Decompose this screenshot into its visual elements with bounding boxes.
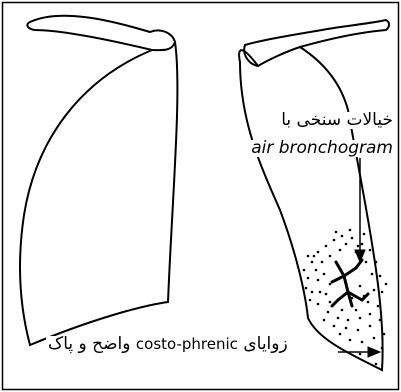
air-bronchogram-branches <box>332 260 368 306</box>
air-bronchogram-label-en: air bronchogram <box>249 140 395 157</box>
costophrenic-label-fa-2: واضح و پاک <box>48 334 131 354</box>
costophrenic-label: زوایای costo-phrenic واضح و پاک <box>46 336 290 353</box>
right-lung <box>239 47 383 370</box>
costophrenic-label-en: costo-phrenic <box>136 335 238 353</box>
air-bronchogram-label-fa: خیالات سنخی با <box>279 112 395 129</box>
left-clavicle <box>27 16 175 50</box>
arrow-air-bronchogram <box>355 158 365 262</box>
arrow-costophrenic <box>338 347 380 357</box>
costophrenic-label-fa-1: زوایای <box>243 334 287 354</box>
consolidation-dots <box>303 229 388 366</box>
left-lung <box>20 42 177 345</box>
